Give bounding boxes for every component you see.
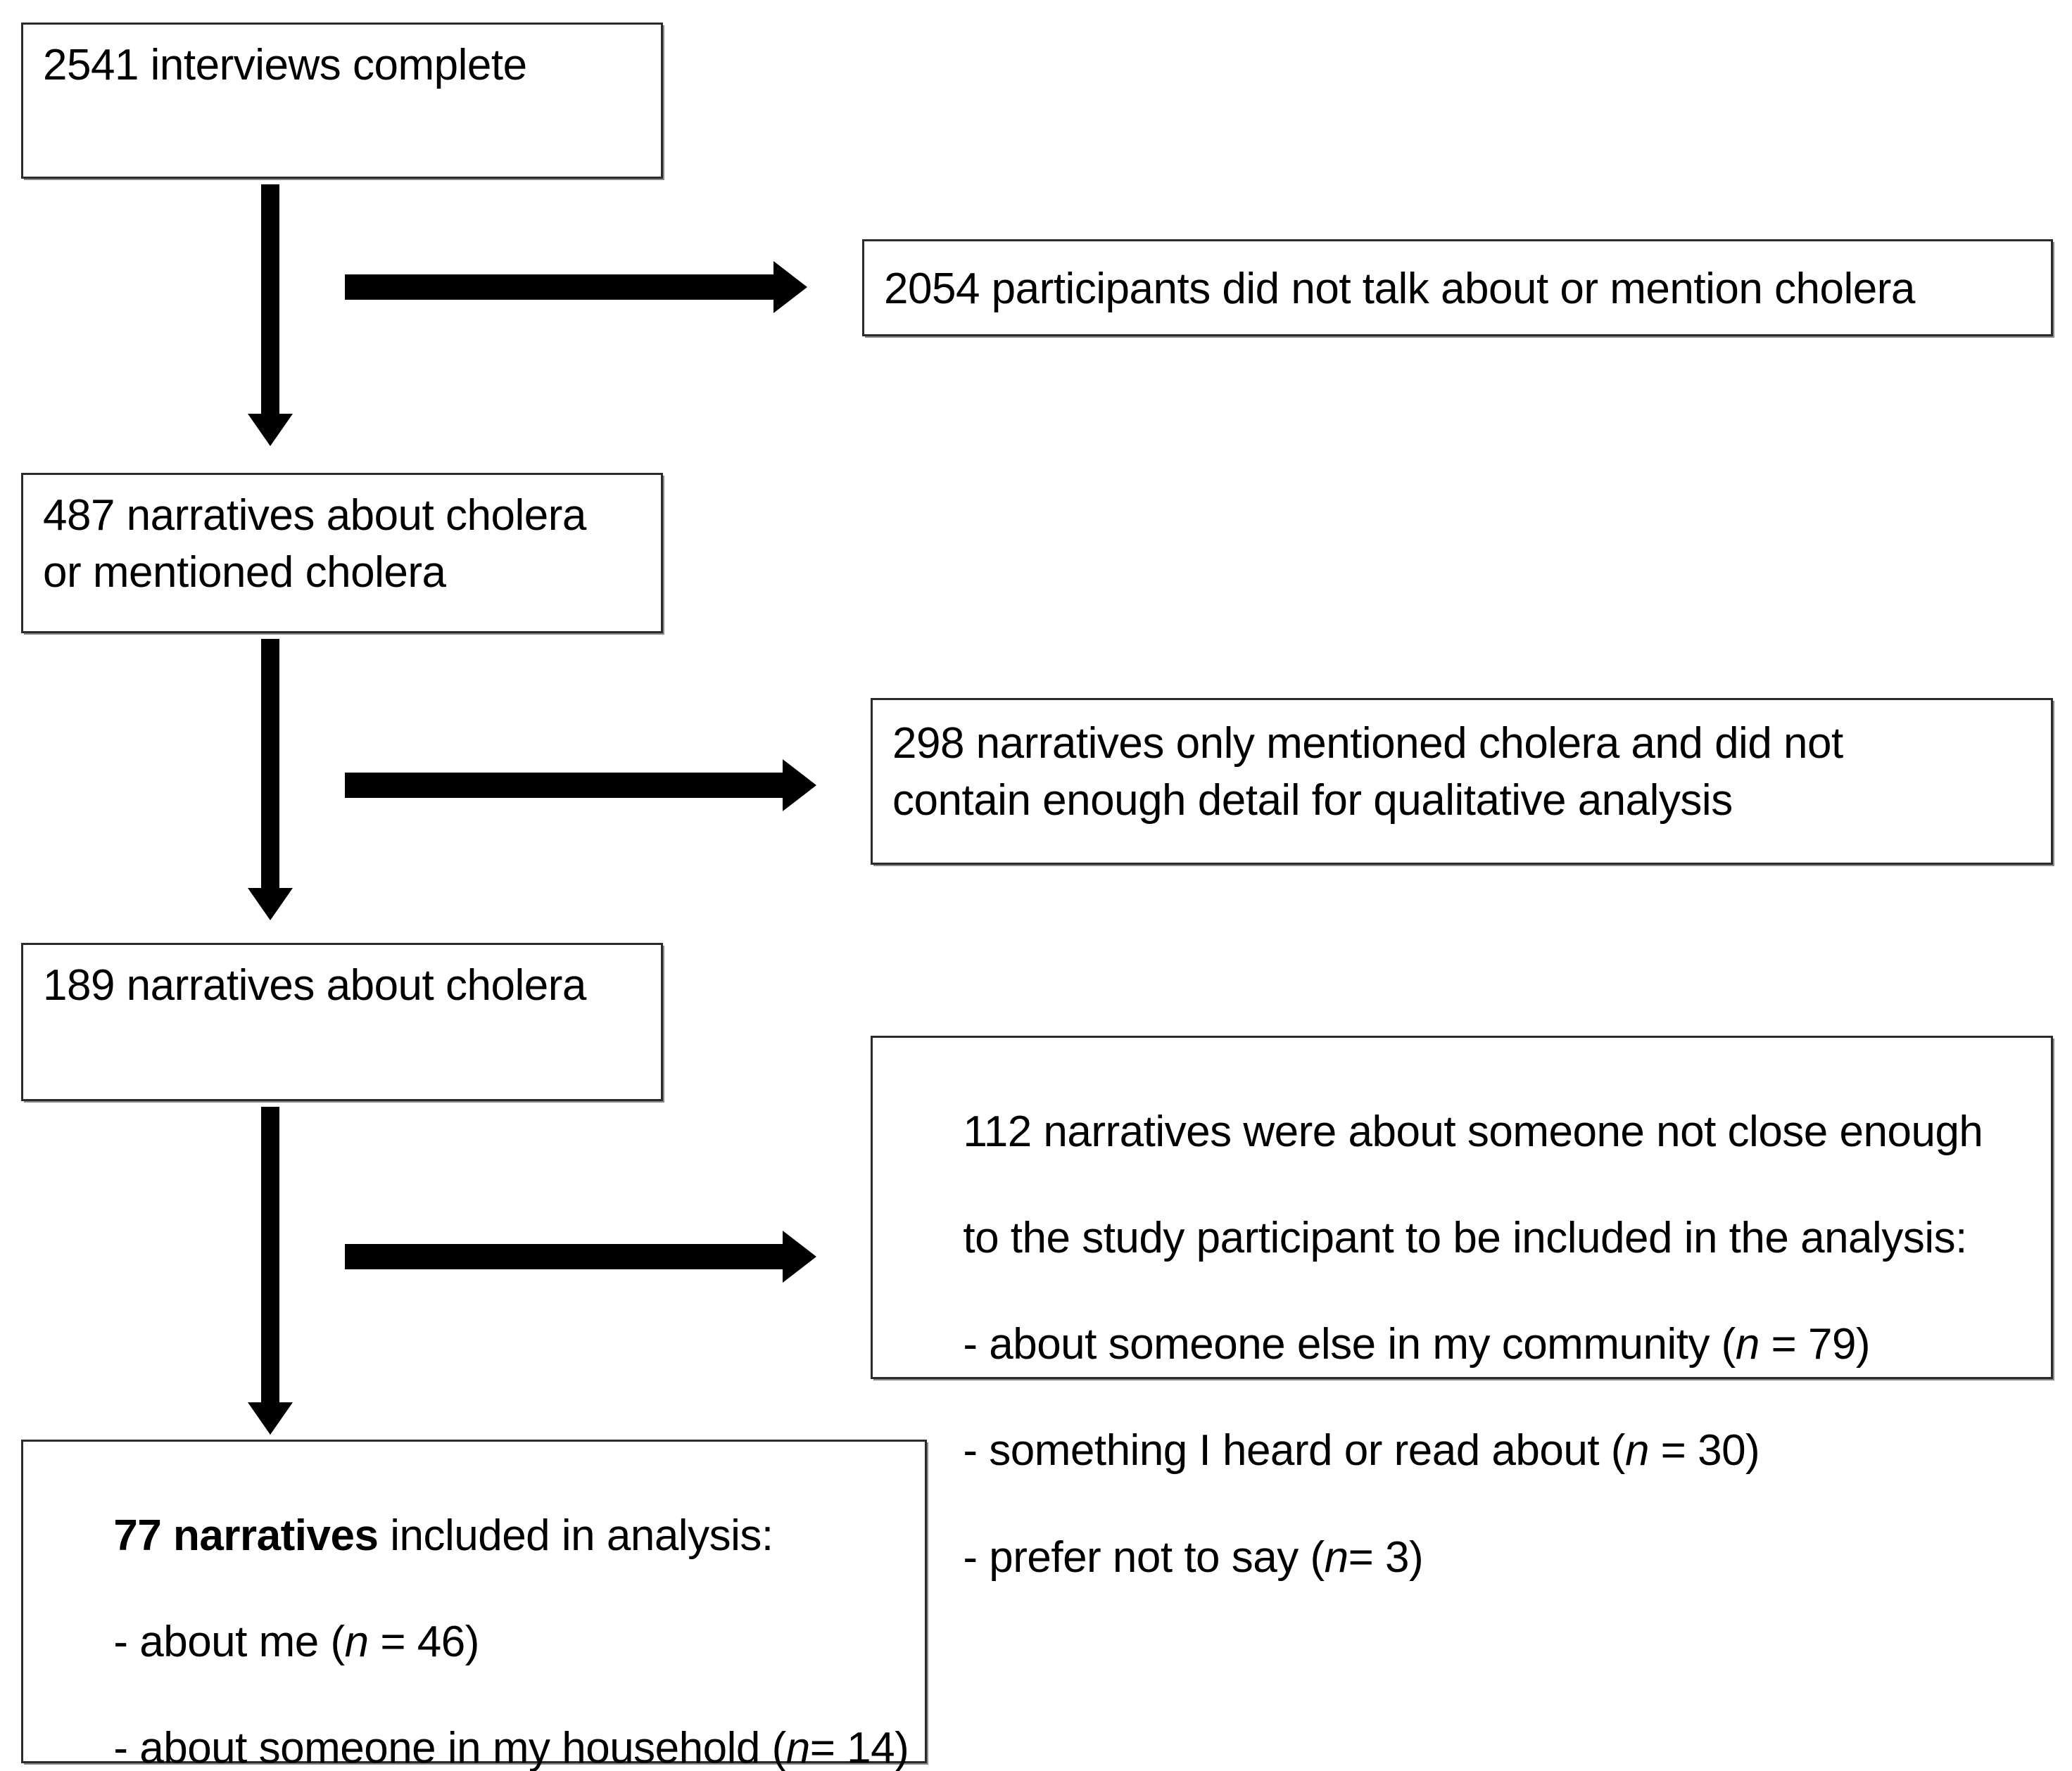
arrow-right-2-head — [783, 759, 816, 811]
line-2: or mentioned cholera — [43, 547, 446, 597]
arrow-down-2-shaft — [261, 639, 279, 888]
arrow-down-1-shaft — [261, 184, 279, 414]
arrow-down-3-shaft — [261, 1107, 279, 1402]
item-1-prefix: - about someone else in my community ( — [963, 1320, 1736, 1369]
item-3-suffix: = 3) — [1348, 1532, 1424, 1582]
item-2-n: n — [1624, 1426, 1649, 1475]
arrow-down-2-head — [248, 888, 293, 920]
item-2-prefix: - something I heard or read about ( — [963, 1426, 1625, 1475]
node-only-mentioned-cholera: 298 narratives only mentioned cholera an… — [871, 698, 2053, 865]
included-item-2: - about someone in my household (n= 14) — [113, 1724, 909, 1771]
line-1: 112 narratives were about someone not cl… — [963, 1107, 1983, 1156]
item-2-suffix: = 30) — [1648, 1426, 1760, 1475]
item-1: - about someone else in my community (n … — [963, 1320, 1870, 1369]
arrow-right-3-shaft — [345, 1244, 783, 1269]
arrow-right-1 — [345, 261, 807, 313]
line-1: 298 narratives only mentioned cholera an… — [892, 719, 1843, 768]
arrow-right-2 — [345, 759, 816, 811]
line-1: 487 narratives about cholera — [43, 491, 586, 540]
included-heading-rest: included in analysis: — [378, 1511, 773, 1560]
arrow-down-2 — [248, 639, 293, 920]
node-no-cholera-mention-text: 2054 participants did not talk about or … — [884, 265, 1915, 313]
line-2: contain enough detail for qualitative an… — [892, 775, 1733, 825]
arrow-right-2-shaft — [345, 773, 783, 798]
arrow-right-1-head — [773, 261, 807, 313]
item-1-suffix: = 79) — [1759, 1320, 1871, 1369]
node-no-cholera-mention: 2054 participants did not talk about or … — [862, 239, 2053, 336]
included-item-2-n: n — [785, 1724, 810, 1771]
item-2: - something I heard or read about (n = 3… — [963, 1426, 1760, 1475]
node-narratives-included: 77 narratives included in analysis: - ab… — [21, 1440, 927, 1771]
included-item-1: - about me (n = 46) — [113, 1618, 479, 1666]
included-item-1-n: n — [344, 1617, 369, 1666]
arrow-right-3-head — [783, 1231, 816, 1283]
arrow-down-1-head — [248, 414, 293, 446]
node-about-or-mentioned-cholera: 487 narratives about cholera or mentioned… — [21, 473, 663, 633]
node-interviews-complete: 2541 interviews complete — [21, 23, 663, 179]
item-1-n: n — [1735, 1320, 1760, 1369]
node-about-cholera: 189 narratives about cholera — [21, 943, 663, 1101]
line-2: to the study participant to be included … — [963, 1213, 1967, 1262]
node-about-or-mentioned-cholera-text: 487 narratives about cholera or mentioned… — [43, 488, 651, 601]
arrow-down-1 — [248, 184, 293, 446]
node-not-close-enough-text: 112 narratives were about someone not cl… — [892, 1052, 2041, 1637]
included-item-2-suffix: = 14) — [809, 1724, 909, 1771]
included-item-1-suffix: = 46) — [368, 1617, 479, 1666]
item-3-n: n — [1324, 1532, 1348, 1582]
arrow-right-1-shaft — [345, 274, 773, 300]
arrow-right-3 — [345, 1231, 816, 1283]
node-not-close-enough: 112 narratives were about someone not cl… — [871, 1036, 2053, 1582]
node-interviews-complete-text: 2541 interviews complete — [43, 41, 527, 89]
included-item-2-prefix: - about someone in my household ( — [113, 1724, 786, 1771]
arrow-down-3-head — [248, 1402, 293, 1435]
node-about-cholera-text: 189 narratives about cholera — [43, 961, 586, 1010]
node-narratives-included-text: 77 narratives included in analysis: - ab… — [43, 1456, 915, 1771]
item-3: - prefer not to say (n= 3) — [963, 1533, 1423, 1582]
arrow-down-3 — [248, 1107, 293, 1435]
included-heading: 77 narratives included in analysis: — [113, 1511, 773, 1560]
included-heading-bold: 77 narratives — [113, 1511, 379, 1560]
item-3-prefix: - prefer not to say ( — [963, 1532, 1325, 1582]
node-only-mentioned-cholera-text: 298 narratives only mentioned cholera an… — [892, 716, 2041, 829]
included-item-1-prefix: - about me ( — [113, 1617, 345, 1666]
